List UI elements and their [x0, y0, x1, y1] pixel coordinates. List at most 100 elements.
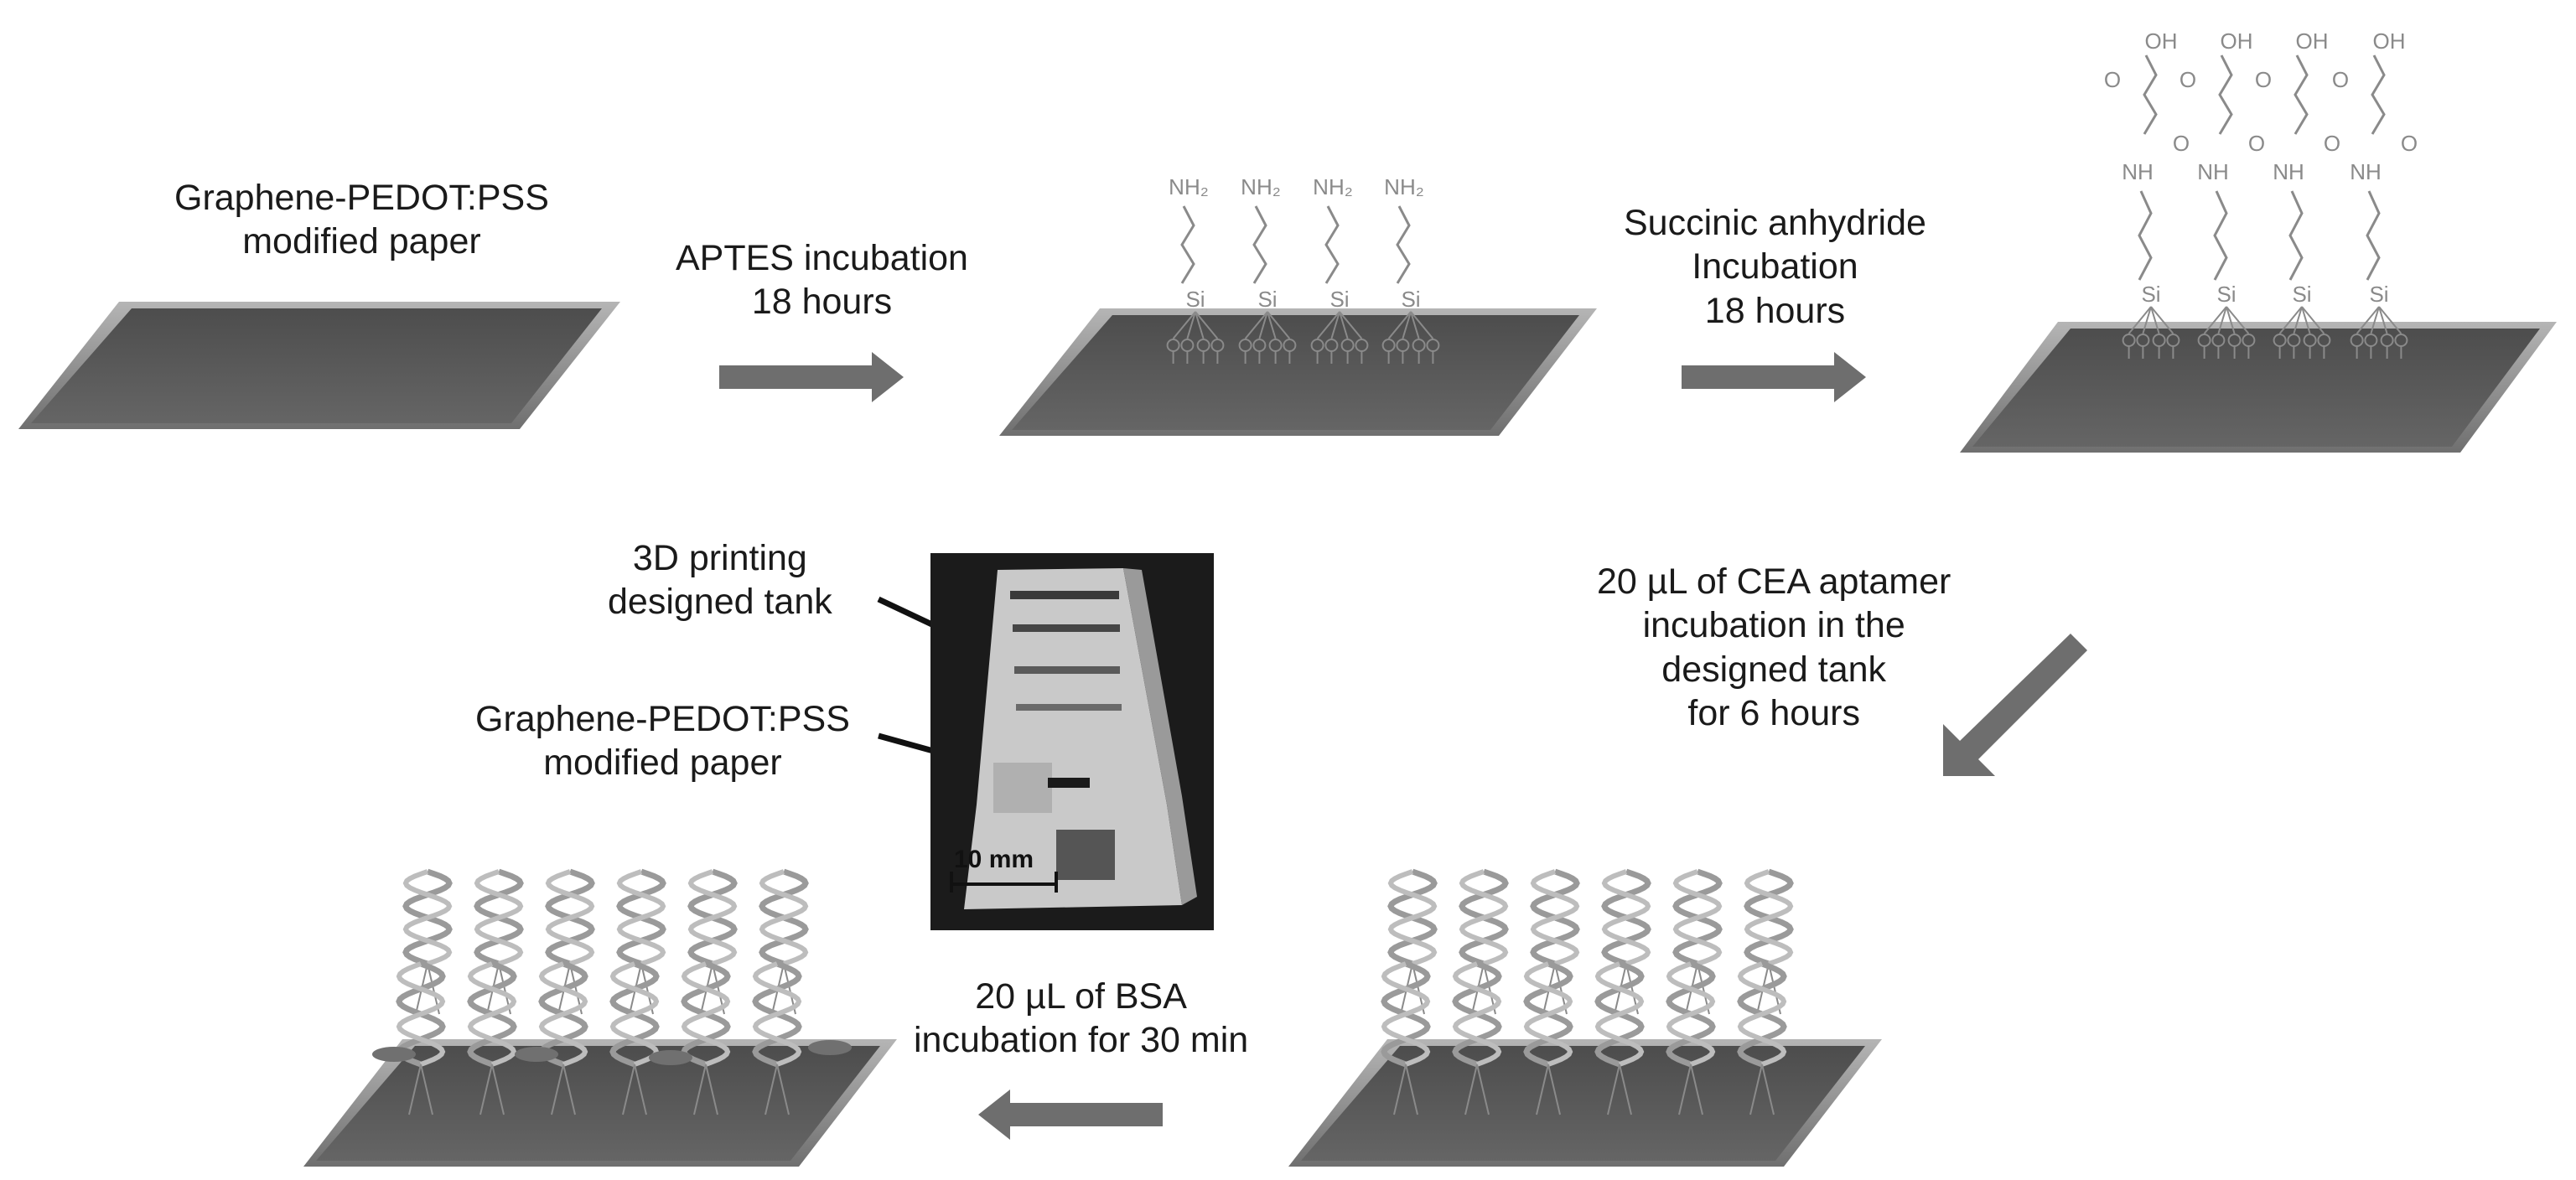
dna-strand — [467, 961, 517, 1067]
linker — [408, 1064, 422, 1115]
dna-strand — [1459, 869, 1509, 966]
linker — [479, 1064, 493, 1115]
linker — [420, 1064, 433, 1115]
dna-strand — [1530, 869, 1580, 966]
bsa-blob — [649, 1050, 692, 1065]
aptamer-bsa-strands — [372, 868, 852, 1115]
silicon-label: Si — [2216, 282, 2236, 307]
dna-strand — [474, 869, 524, 966]
siloxane-bond — [1244, 311, 1268, 339]
dna-strand — [609, 961, 660, 1067]
paper-aptamer — [1288, 1039, 1882, 1167]
linker — [705, 1064, 718, 1115]
oxygen-label: O — [2248, 131, 2265, 156]
amine-label: NH₂ — [1313, 174, 1353, 199]
arrow-aptamer — [1943, 634, 2087, 776]
succinic-step-line-2: Incubation — [1692, 246, 1858, 287]
succinic-step-line-3: 18 hours — [1704, 290, 1846, 331]
linker — [491, 1064, 505, 1115]
linker — [1405, 1064, 1418, 1115]
linker — [765, 1064, 778, 1115]
amine-label: NH₂ — [1384, 174, 1424, 199]
alkyl-chain — [2294, 54, 2309, 135]
siloxane-bond — [2142, 306, 2152, 334]
siloxane-bond — [1195, 311, 1205, 339]
amide-label: NH — [2122, 159, 2154, 184]
paper-bare — [18, 302, 620, 429]
dna-strand — [1387, 869, 1438, 966]
bsa-blob — [515, 1047, 558, 1062]
dna-strand — [396, 961, 446, 1067]
siloxane-bond — [2128, 306, 2152, 334]
siloxane-bond — [2378, 306, 2402, 334]
silicon-label: Si — [1185, 287, 1205, 312]
siloxane-bond — [1339, 311, 1349, 339]
linker — [1536, 1064, 1549, 1115]
linker — [1393, 1064, 1407, 1115]
dna-strand — [687, 869, 738, 966]
siloxane-bond — [2226, 306, 2250, 334]
bsa-step-line-2: incubation for 30 min — [914, 1020, 1249, 1061]
paper-bsa — [303, 1039, 897, 1167]
siloxane-bond — [2278, 306, 2303, 334]
arrow-aptes — [719, 352, 904, 402]
linker — [622, 1064, 635, 1115]
siloxane-bond — [1410, 311, 1420, 339]
siloxane-bond — [1267, 311, 1277, 339]
hydroxyl-label: OH — [2221, 28, 2253, 54]
photo-paper-label-line-1: Graphene-PEDOT:PSS — [475, 699, 850, 739]
linker — [1678, 1064, 1692, 1115]
succinic-step-label: Succinic anhydride Incubation 18 hours — [1624, 201, 1926, 333]
linker — [1464, 1064, 1478, 1115]
linker — [551, 1064, 564, 1115]
siloxane-bond — [1195, 311, 1219, 339]
siloxane-bond — [1387, 311, 1412, 339]
siloxane-bond — [2150, 306, 2174, 334]
alkyl-chain — [2366, 190, 2381, 281]
dna-strand — [1601, 869, 1651, 966]
bsa-blob — [372, 1047, 416, 1062]
amine-label: NH₂ — [1169, 174, 1209, 199]
bsa-step-line-1: 20 µL of BSA — [975, 976, 1187, 1017]
hydroxyl-label: OH — [2373, 28, 2406, 54]
hydroxyl-label: OH — [2145, 28, 2178, 54]
linker — [1547, 1064, 1561, 1115]
linker — [776, 1064, 790, 1115]
succinic-step-line-1: Succinic anhydride — [1624, 203, 1926, 243]
linker — [1619, 1064, 1632, 1115]
alkyl-chain — [2288, 190, 2304, 281]
dna-strand — [1666, 961, 1716, 1067]
linker — [634, 1064, 647, 1115]
tank-label-line-2: designed tank — [608, 582, 832, 623]
dna-strand — [1737, 961, 1787, 1067]
start-label-line-1: Graphene-PEDOT:PSS — [174, 178, 549, 218]
siloxane-bond — [2378, 306, 2388, 334]
start-label-line-2: modified paper — [242, 221, 481, 262]
oxygen-label: O — [2173, 131, 2190, 156]
dna-strand — [616, 869, 666, 966]
siloxane-bond — [1172, 311, 1196, 339]
alkyl-chain — [2143, 54, 2158, 135]
bsa-step-label: 20 µL of BSA incubation for 30 min — [914, 975, 1248, 1063]
linker — [1749, 1064, 1763, 1115]
siloxane-bond — [1410, 311, 1434, 339]
silicon-label: Si — [1257, 287, 1277, 312]
dna-strand — [1744, 869, 1794, 966]
aptamer-step-line-3: designed tank — [1661, 649, 1887, 690]
linker — [1690, 1064, 1703, 1115]
siloxane-bond — [1339, 311, 1363, 339]
alkyl-chain — [1324, 205, 1340, 284]
linker — [693, 1064, 707, 1115]
alkyl-chain — [2218, 54, 2233, 135]
aptes-step-line-1: APTES incubation — [676, 238, 968, 278]
aptamer-step-line-1: 20 µL of CEA aptamer — [1597, 562, 1951, 602]
siloxane-bond — [2301, 306, 2325, 334]
oxygen-label: O — [2104, 67, 2121, 92]
aptamer-step-label: 20 µL of CEA aptamer incubation in the d… — [1597, 560, 1951, 736]
paper-aptes — [999, 308, 1597, 436]
dna-strand — [1672, 869, 1723, 966]
tank-photo-drawing: 10 mm — [930, 553, 1214, 930]
aptamer-step-line-4: for 6 hours — [1687, 693, 1860, 734]
silicon-label: Si — [2292, 282, 2311, 307]
